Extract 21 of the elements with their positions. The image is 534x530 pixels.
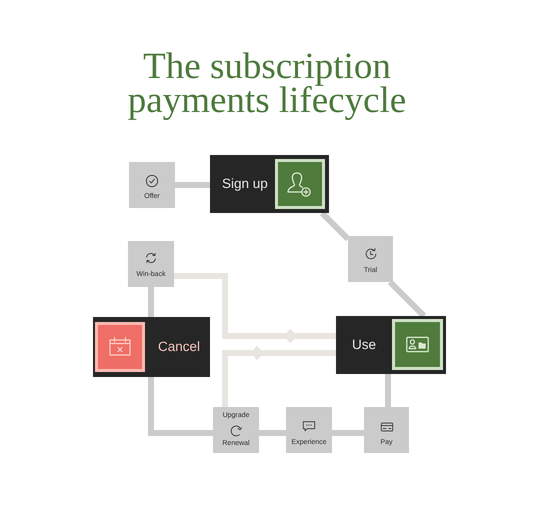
connector-line — [259, 430, 286, 436]
connector-line — [320, 210, 350, 242]
stage-box — [213, 407, 259, 453]
stage-box — [348, 236, 393, 282]
stage-title: Sign up — [222, 176, 268, 192]
stage-card — [336, 316, 446, 374]
stage-card — [210, 155, 329, 213]
stage-box — [128, 241, 174, 287]
title: The subscription payments lifecycle — [126, 50, 408, 118]
connector-line — [148, 287, 154, 317]
connector-line — [388, 280, 426, 318]
stage-box — [286, 407, 332, 453]
stage-box — [129, 162, 175, 208]
connector-line — [175, 182, 210, 188]
connector-line — [148, 377, 213, 436]
stage-title: Cancel — [158, 339, 200, 355]
connector-line — [385, 374, 391, 407]
stage-box — [364, 407, 409, 453]
stage-title: Use — [352, 337, 376, 353]
connector-line — [332, 430, 364, 436]
stage-card — [93, 317, 210, 377]
